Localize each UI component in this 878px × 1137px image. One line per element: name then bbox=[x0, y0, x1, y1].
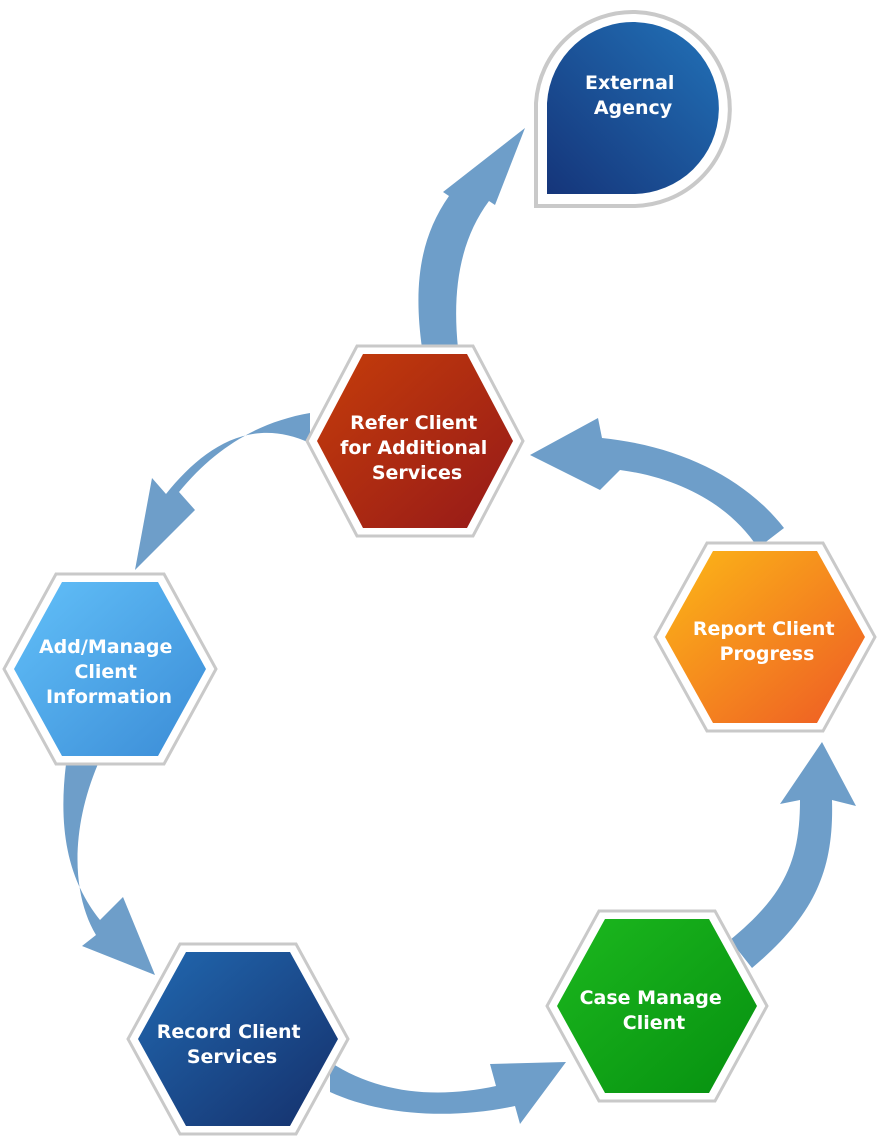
add-manage-line-2: Client bbox=[74, 661, 136, 683]
external-agency-line-2: Agency bbox=[594, 97, 673, 119]
arrow-refer-to-external-agency bbox=[418, 128, 525, 348]
record-services-line-2: Services bbox=[187, 1046, 277, 1068]
case-manage-line-2: Client bbox=[623, 1012, 685, 1034]
arrow-refer-to-add-manage bbox=[135, 413, 310, 570]
add-manage-line-1: Add/Manage bbox=[39, 636, 172, 658]
refer-client-line-1: Refer Client bbox=[350, 412, 477, 434]
record-services-line-1: Record Client bbox=[157, 1021, 301, 1043]
case-manage-hexagon bbox=[557, 919, 757, 1093]
arrow-record-to-case-manage bbox=[330, 1062, 566, 1124]
flow-arrows bbox=[63, 128, 856, 1124]
node-add-manage-client-information: Add/Manage Client Information bbox=[2, 572, 218, 766]
record-services-hexagon bbox=[138, 952, 338, 1126]
external-agency-label: External Agency bbox=[585, 72, 681, 119]
refer-client-hexagon bbox=[317, 354, 513, 528]
refer-client-line-2: for Additional bbox=[340, 437, 487, 459]
arrow-case-manage-to-report bbox=[730, 742, 856, 968]
arrow-add-manage-to-record bbox=[63, 764, 155, 975]
add-manage-label: Add/Manage Client Information bbox=[39, 636, 179, 708]
refer-client-label: Refer Client for Additional Services bbox=[340, 412, 494, 484]
case-manage-label: Case Manage Client bbox=[580, 987, 729, 1034]
report-progress-line-2: Progress bbox=[720, 643, 815, 665]
node-case-manage-client: Case Manage Client bbox=[545, 909, 769, 1103]
add-manage-hexagon bbox=[14, 582, 206, 756]
arrow-report-to-refer bbox=[530, 418, 784, 548]
record-services-label: Record Client Services bbox=[157, 1021, 308, 1068]
report-progress-line-1: Report Client bbox=[693, 618, 835, 640]
node-record-client-services: Record Client Services bbox=[126, 942, 350, 1136]
add-manage-line-3: Information bbox=[46, 686, 172, 708]
node-report-client-progress: Report Client Progress bbox=[653, 541, 877, 733]
case-manage-line-1: Case Manage bbox=[580, 987, 722, 1009]
node-refer-client: Refer Client for Additional Services bbox=[305, 344, 525, 538]
external-agency-line-1: External bbox=[585, 72, 674, 94]
node-external-agency: External Agency bbox=[534, 10, 732, 208]
report-progress-label: Report Client Progress bbox=[693, 618, 841, 665]
refer-client-line-3: Services bbox=[372, 462, 462, 484]
report-progress-hexagon bbox=[665, 551, 865, 723]
